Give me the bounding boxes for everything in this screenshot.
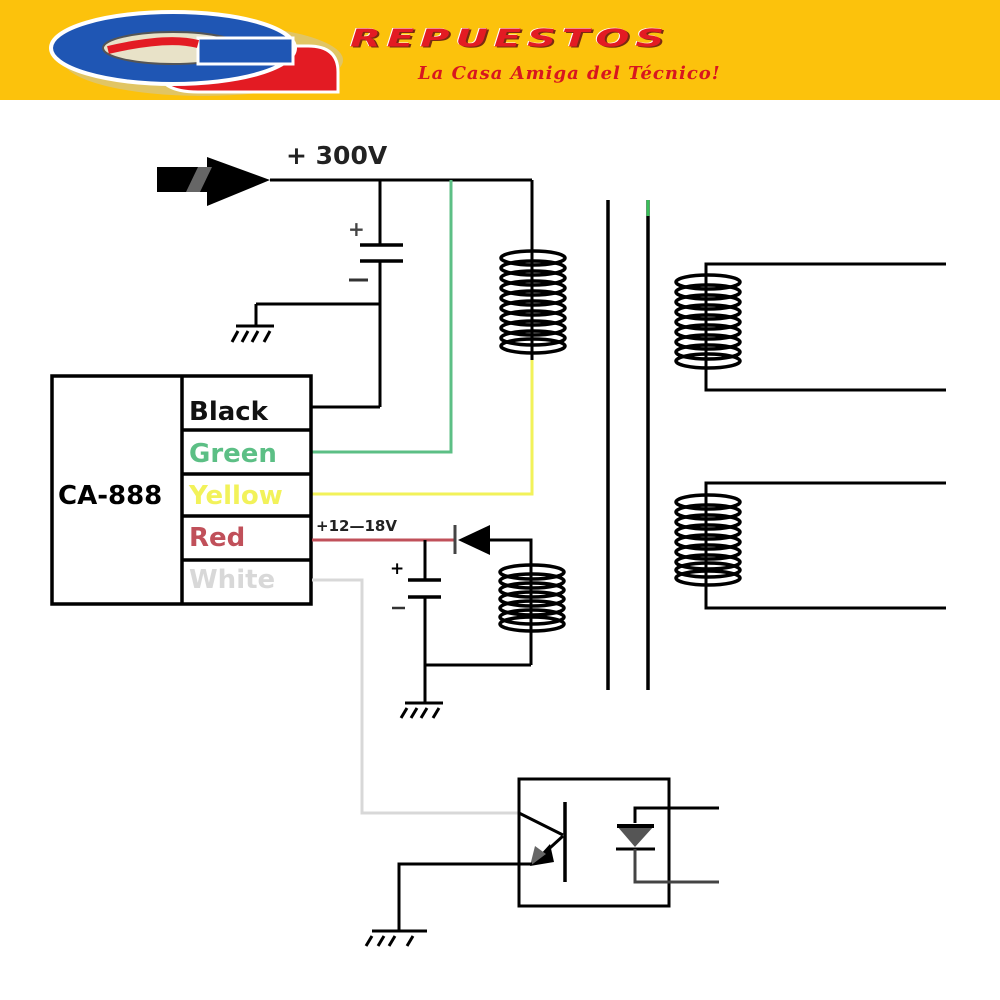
brand-tagline: La Casa Amiga del Técnico!: [418, 63, 721, 84]
pin-label-yellow: Yellow: [188, 481, 283, 511]
yellow-wire: [312, 355, 534, 496]
input-arrow-icon: [157, 157, 270, 206]
secondary-coil-2: [674, 481, 946, 610]
aux-voltage-label: +12—18V: [316, 517, 397, 535]
pin-label-red: Red: [189, 523, 245, 553]
aux-capacitor-plus-label: +: [390, 559, 404, 579]
gg-logo-icon: GG: [49, 10, 343, 96]
transformer-core: [606, 200, 650, 690]
ground-icon: [364, 862, 532, 947]
pin-label-green: Green: [189, 439, 277, 469]
white-wire: [312, 578, 520, 815]
ground-icon: [230, 302, 380, 343]
header-banner: GG REPUESTOS La Casa Amiga del Técnico!: [0, 0, 1000, 100]
brand-name: REPUESTOS: [350, 24, 671, 53]
supply-voltage-label: + 300V: [286, 141, 388, 170]
primary-coil: [499, 180, 567, 360]
capacitor-plus-label: +: [348, 217, 365, 241]
ca888-module: CA-888 Black Green Yellow Red White: [50, 374, 313, 606]
pin-label-white: White: [189, 565, 275, 595]
main-capacitor: +: [348, 180, 403, 407]
optocoupler: [517, 777, 719, 908]
ground-icon: [399, 701, 443, 719]
module-name: CA-888: [58, 481, 162, 511]
green-wire: [312, 180, 453, 454]
secondary-coil-1: [674, 262, 946, 392]
pin-label-black: Black: [189, 397, 269, 427]
aux-capacitor: +: [390, 540, 531, 703]
